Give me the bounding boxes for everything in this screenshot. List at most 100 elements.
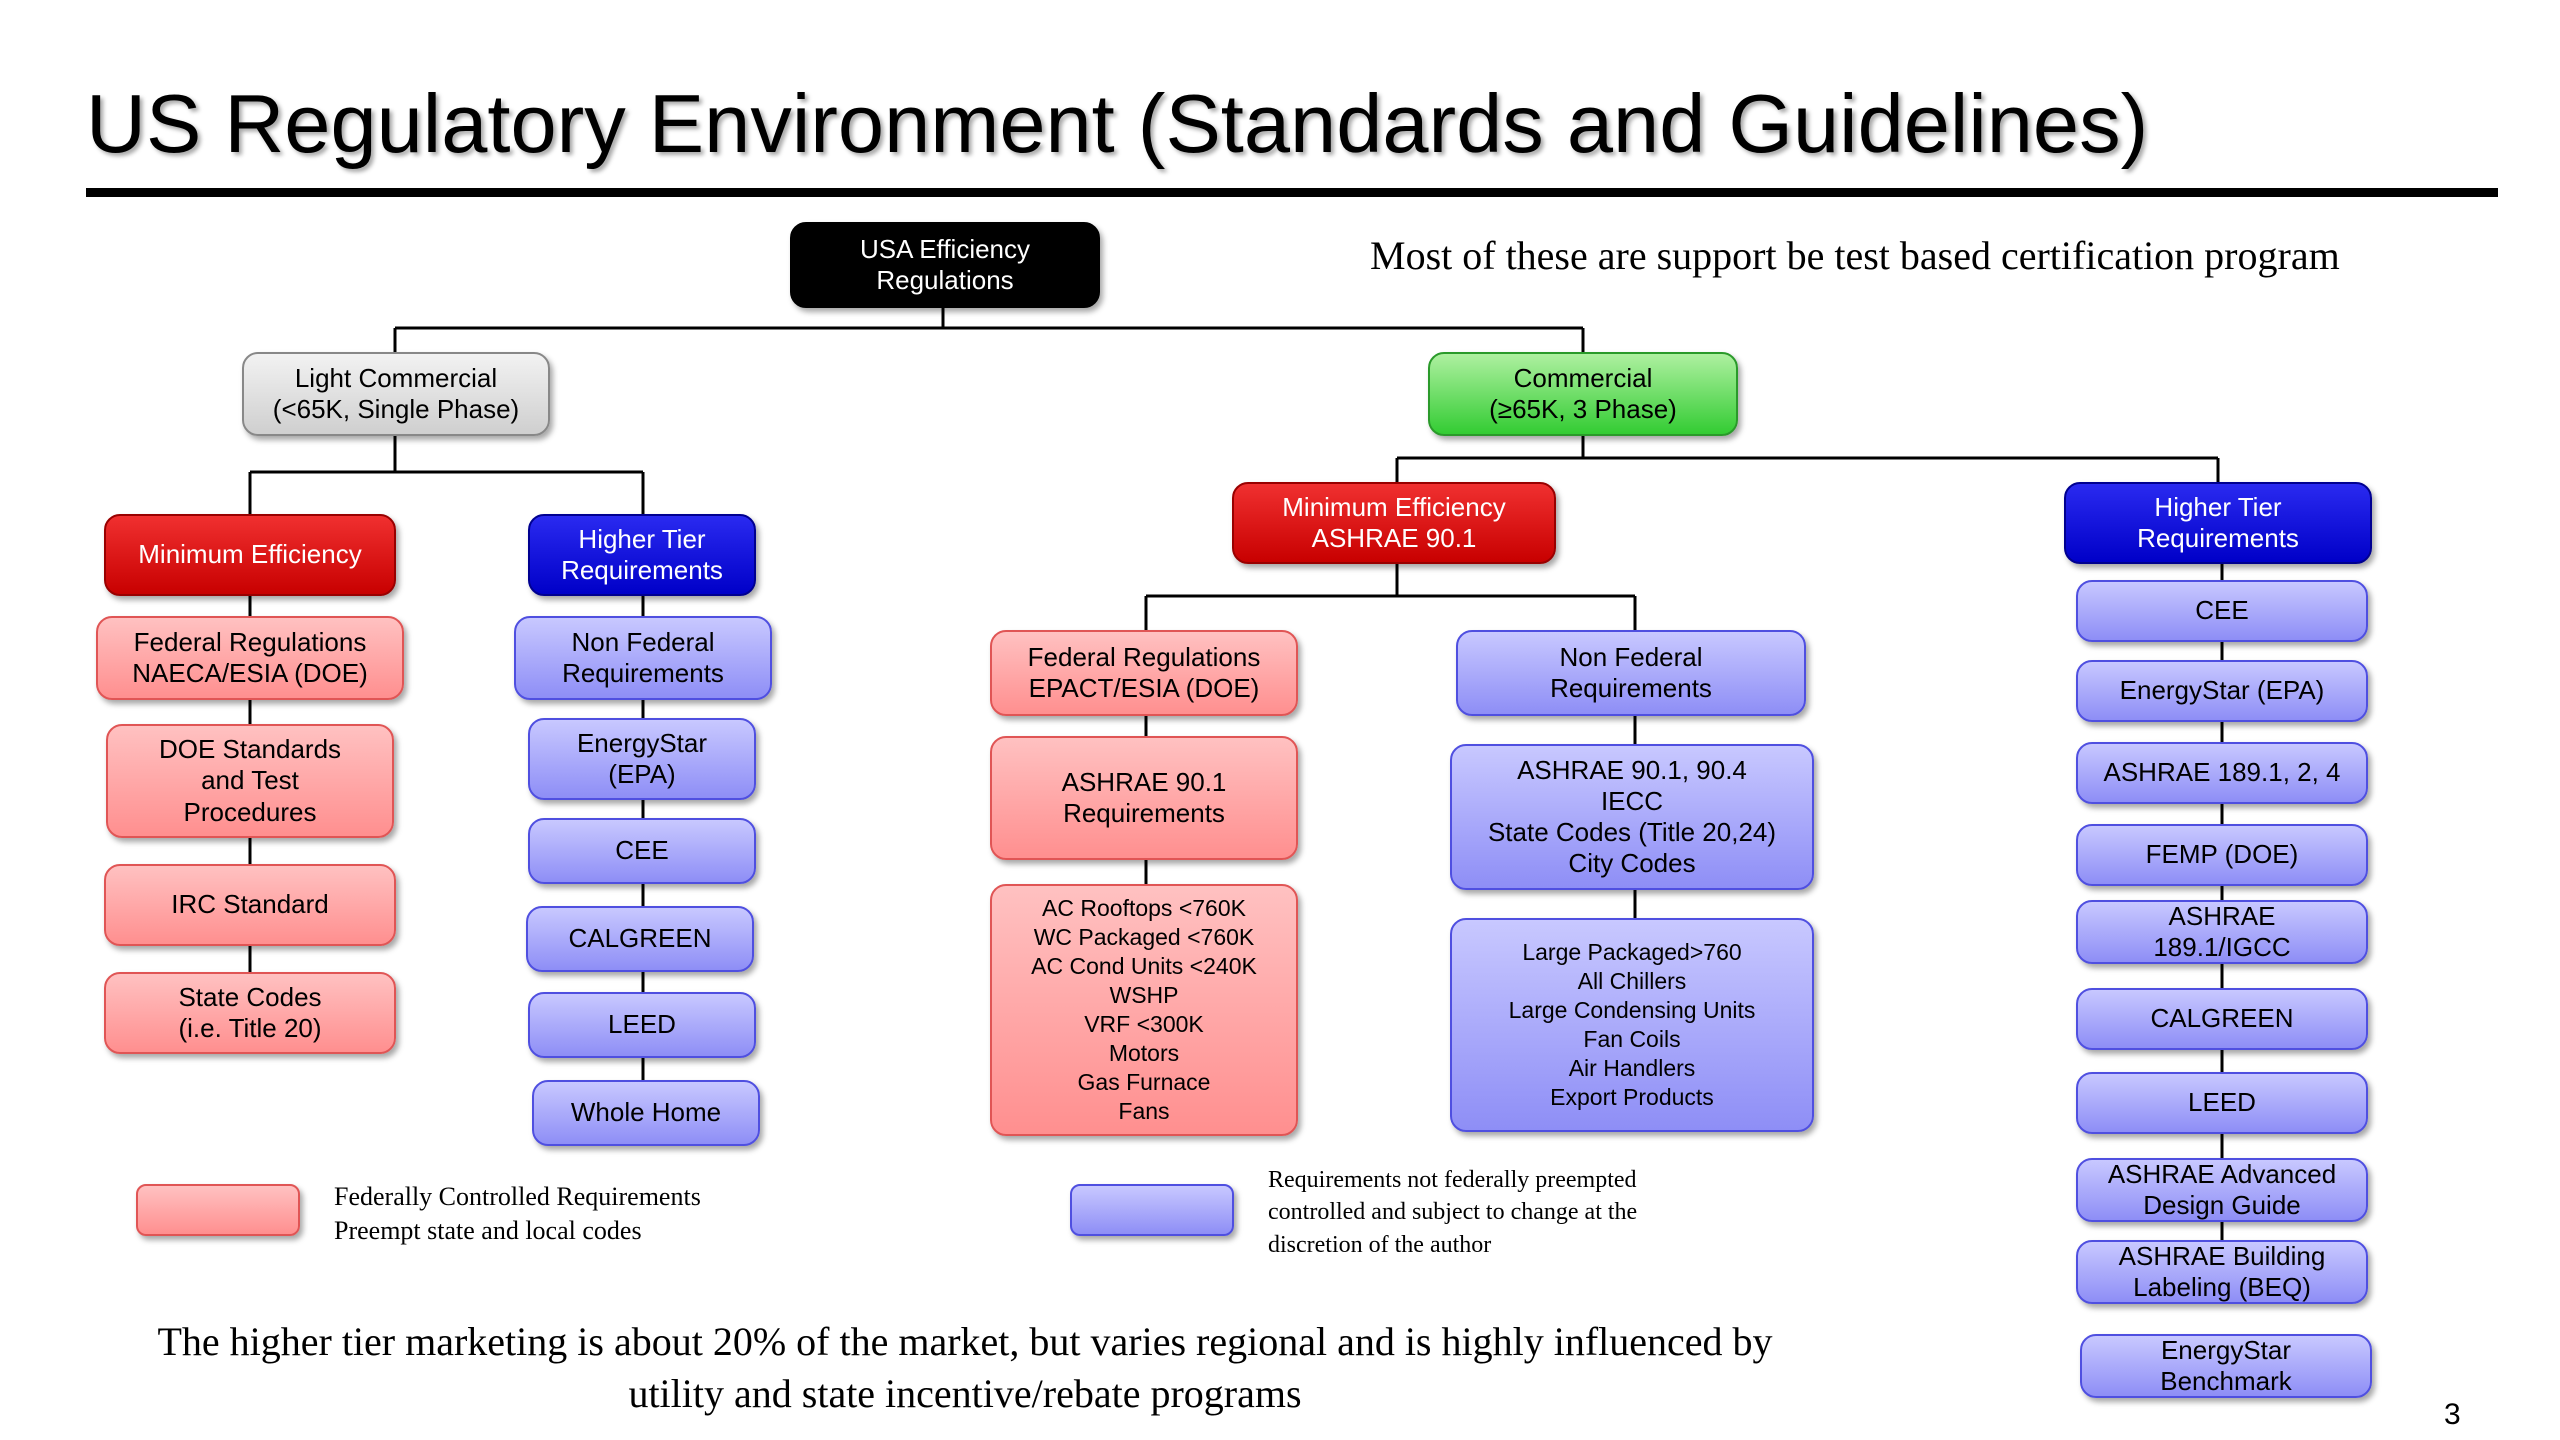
item-line: Benchmark bbox=[2160, 1366, 2292, 1396]
item-line: LEED bbox=[2188, 1087, 2256, 1118]
item-line: State Codes bbox=[178, 981, 322, 1012]
item-line: Requirements bbox=[1550, 673, 1712, 703]
commercial-line-2: (≥65K, 3 Phase) bbox=[1489, 394, 1677, 424]
footer-line-1: The higher tier marketing is about 20% o… bbox=[157, 1319, 1773, 1364]
light-high-item-leed: LEED bbox=[528, 992, 756, 1058]
commercial-minimum-efficiency-header: Minimum Efficiency ASHRAE 90.1 bbox=[1232, 482, 1556, 564]
item-line: WC Packaged <760K bbox=[1033, 924, 1255, 951]
comm-high-item-ashrae-building-labeling: ASHRAE Building Labeling (BEQ) bbox=[2076, 1240, 2368, 1304]
light-high-item-calgreen: CALGREEN bbox=[526, 906, 754, 972]
item-line: IECC bbox=[1600, 785, 1664, 816]
item-line: Federal Regulations bbox=[133, 626, 367, 657]
item-line: ASHRAE 90.1, 90.4 bbox=[1517, 754, 1747, 785]
item-line: Air Handlers bbox=[1568, 1054, 1696, 1081]
comm-nonfed-item-non-federal: Non Federal Requirements bbox=[1456, 630, 1806, 716]
item-line: ASHRAE Building bbox=[2118, 1240, 2326, 1271]
item-line: LEED bbox=[608, 1009, 676, 1040]
item-line: CEE bbox=[2195, 595, 2249, 626]
legend-nonfederal-line-1: Requirements not federally preempted bbox=[1268, 1167, 1637, 1193]
item-line: WSHP bbox=[1109, 982, 1179, 1009]
legend-federal-line-2: Preempt state and local codes bbox=[334, 1215, 642, 1245]
item-line: Whole Home bbox=[570, 1097, 722, 1128]
light-high-item-whole-home: Whole Home bbox=[532, 1080, 760, 1146]
item-line: (EPA) bbox=[608, 759, 676, 789]
comm-high-item-cee: CEE bbox=[2076, 580, 2368, 642]
slide-title: US Regulatory Environment (Standards and… bbox=[86, 77, 2149, 170]
comm-high-item-energystar-benchmark: EnergyStar Benchmark bbox=[2080, 1334, 2372, 1398]
commercial-line-1: Commercial bbox=[1513, 362, 1653, 393]
legend-nonfederal-line-2: controlled and subject to change at the bbox=[1268, 1199, 1638, 1226]
light-higher-tier-header: Higher Tier Requirements bbox=[528, 514, 756, 596]
item-line: Non Federal bbox=[571, 626, 715, 657]
footer-line-2: utility and state incentive/rebate progr… bbox=[628, 1371, 1302, 1416]
item-line: Motors bbox=[1108, 1039, 1180, 1066]
item-line: FEMP (DOE) bbox=[2145, 839, 2299, 870]
light-commercial-header: Light Commercial (<65K, Single Phase) bbox=[242, 352, 550, 436]
item-line: VRF <300K bbox=[1084, 1011, 1204, 1037]
item-line: Fan Coils bbox=[1583, 1026, 1681, 1052]
comm-nonfed-item-product-list: Large Packaged>760 All Chillers Large Co… bbox=[1450, 918, 1814, 1132]
legend-federal-line-1: Federally Controlled Requirements bbox=[334, 1182, 701, 1211]
item-line: Export Products bbox=[1550, 1083, 1714, 1110]
item-line: and Test bbox=[201, 765, 299, 796]
item-line: CALGREEN bbox=[2150, 1003, 2294, 1034]
item-line: AC Cond Units <240K bbox=[1031, 953, 1257, 980]
root-line-2: Regulations bbox=[876, 265, 1014, 295]
item-line: Design Guide bbox=[2143, 1190, 2301, 1220]
item-line: Gas Furnace bbox=[1077, 1068, 1211, 1095]
item-line: DOE Standards bbox=[158, 734, 342, 765]
item-line: Large Condensing Units bbox=[1508, 997, 1756, 1024]
light-high-item-energystar: EnergyStar (EPA) bbox=[528, 718, 756, 800]
item-line: ASHRAE Advanced bbox=[2107, 1158, 2337, 1189]
comm-high-item-ashrae-189: ASHRAE 189.1, 2, 4 bbox=[2076, 742, 2368, 804]
comm-high-item-ashrae-design-guide: ASHRAE Advanced Design Guide bbox=[2076, 1158, 2368, 1222]
light-min-item-state-codes: State Codes (i.e. Title 20) bbox=[104, 972, 396, 1054]
item-line: ASHRAE bbox=[2168, 900, 2276, 931]
item-line: EPACT/ESIA (DOE) bbox=[1028, 673, 1260, 703]
light-minimum-label: Minimum Efficiency bbox=[138, 539, 362, 570]
item-line: CEE bbox=[615, 835, 669, 866]
item-line: Fans bbox=[1118, 1097, 1170, 1124]
header-line: Higher Tier bbox=[2154, 491, 2282, 522]
light-commercial-line-1: Light Commercial bbox=[294, 362, 498, 393]
root-line-1: USA Efficiency bbox=[859, 233, 1031, 264]
comm-high-item-ashrae-igcc: ASHRAE 189.1/IGCC bbox=[2076, 900, 2368, 964]
footer-text: The higher tier marketing is about 20% o… bbox=[60, 1316, 1870, 1420]
header-line: Higher Tier bbox=[578, 523, 706, 554]
item-line: Non Federal bbox=[1559, 641, 1703, 672]
certification-note: Most of these are support be test based … bbox=[1370, 233, 2340, 278]
comm-fed-item-ashrae-requirements: ASHRAE 90.1 Requirements bbox=[990, 736, 1298, 860]
item-line: EnergyStar bbox=[576, 727, 708, 758]
item-line: ASHRAE 189.1, 2, 4 bbox=[2103, 757, 2341, 788]
header-line: Requirements bbox=[561, 555, 723, 585]
item-line: CALGREEN bbox=[568, 923, 712, 954]
commercial-header: Commercial (≥65K, 3 Phase) bbox=[1428, 352, 1738, 436]
item-line: IRC Standard bbox=[171, 889, 329, 920]
item-line: Requirements bbox=[1063, 798, 1225, 828]
comm-high-item-calgreen: CALGREEN bbox=[2076, 988, 2368, 1050]
item-line: NAECA/ESIA (DOE) bbox=[132, 658, 368, 688]
legend-nonfederal-line-3: discretion of the author bbox=[1268, 1231, 1492, 1258]
legend-nonfederal-swatch bbox=[1070, 1184, 1234, 1236]
root-usa-efficiency-regulations: USA Efficiency Regulations bbox=[790, 222, 1100, 308]
light-min-item-federal-regulations: Federal Regulations NAECA/ESIA (DOE) bbox=[96, 616, 404, 700]
comm-high-item-energystar: EnergyStar (EPA) bbox=[2076, 660, 2368, 722]
item-line: City Codes bbox=[1568, 848, 1696, 879]
item-line: State Codes (Title 20,24) bbox=[1487, 817, 1777, 847]
light-min-item-irc-standard: IRC Standard bbox=[104, 864, 396, 946]
header-line: Minimum Efficiency bbox=[1282, 491, 1506, 522]
light-minimum-efficiency-header: Minimum Efficiency bbox=[104, 514, 396, 596]
page-number: 3 bbox=[2444, 1398, 2461, 1431]
legend-federal-swatch bbox=[136, 1184, 300, 1236]
item-line: 189.1/IGCC bbox=[2153, 932, 2291, 962]
item-line: EnergyStar (EPA) bbox=[2119, 675, 2325, 706]
light-min-item-doe-standards: DOE Standards and Test Procedures bbox=[106, 724, 394, 838]
comm-fed-item-federal-regulations: Federal Regulations EPACT/ESIA (DOE) bbox=[990, 630, 1298, 716]
comm-nonfed-item-codes: ASHRAE 90.1, 90.4 IECC State Codes (Titl… bbox=[1450, 744, 1814, 890]
comm-high-item-leed: LEED bbox=[2076, 1072, 2368, 1134]
item-line: EnergyStar bbox=[2160, 1334, 2292, 1365]
legend-nonfederal-text: Requirements not federally preempted con… bbox=[1268, 1164, 1637, 1261]
legend-federal-text: Federally Controlled Requirements Preemp… bbox=[334, 1180, 701, 1248]
item-line: Procedures bbox=[183, 796, 317, 827]
item-line: Requirements bbox=[562, 658, 724, 688]
